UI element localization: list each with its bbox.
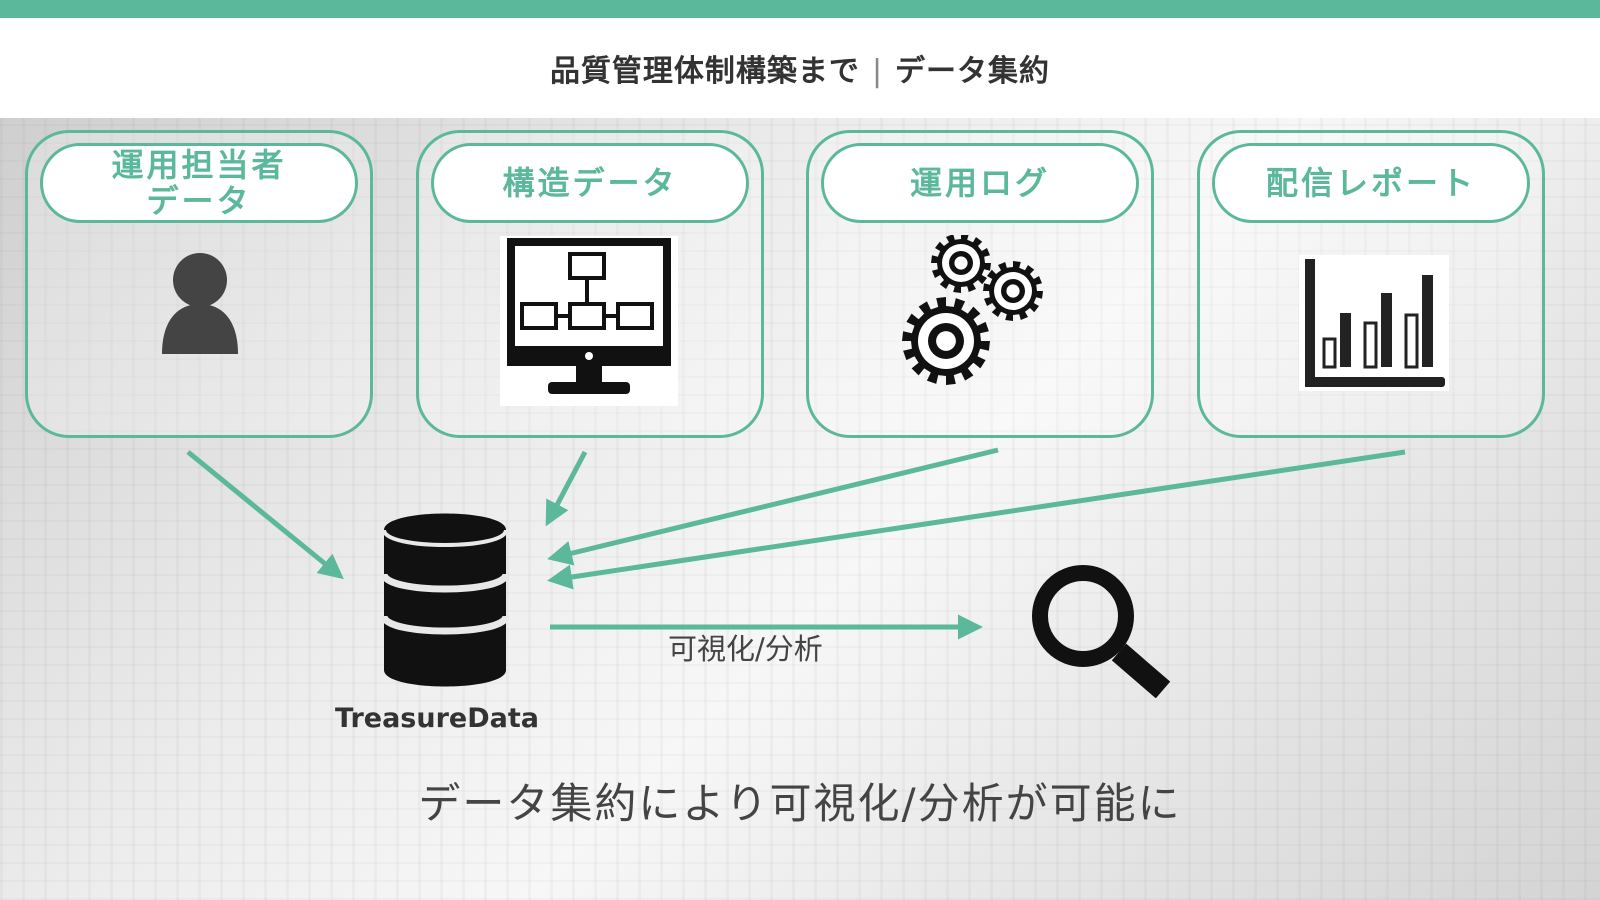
source-label-line1: 構造データ <box>502 164 678 202</box>
source-label-line2: データ <box>146 182 252 220</box>
slide-title: 品質管理体制構築まで | データ集約 <box>550 46 1050 90</box>
source-card-reports: 配信レポート <box>1197 130 1545 438</box>
arrow-structure-to-db <box>545 450 588 527</box>
source-label-pill: 配信レポート <box>1212 143 1530 223</box>
source-card-logs: 運用ログ <box>806 130 1154 438</box>
title-separator: | <box>871 54 884 89</box>
conclusion-text: データ集約により可視化/分析が可能に <box>418 779 1182 828</box>
building-background <box>0 118 1600 900</box>
person-icon <box>162 253 238 354</box>
database-icon <box>382 513 508 687</box>
source-card-structure: 構造データ <box>416 130 764 438</box>
source-label-line1: 運用ログ <box>909 164 1050 202</box>
source-label-pill: 運用担当者 データ <box>40 143 358 223</box>
gears-icon <box>902 235 1043 385</box>
arrow-reports-to-db <box>547 449 1406 590</box>
slide-title-right: データ集約 <box>895 54 1051 89</box>
magnifier-icon <box>1032 565 1171 698</box>
source-card-operators: 運用担当者 データ <box>25 130 373 438</box>
top-accent-bar <box>0 0 1600 18</box>
structure-monitor-icon <box>500 236 678 406</box>
arrow-logs-to-db <box>547 447 999 566</box>
slide-title-left: 品質管理体制構築まで <box>549 54 860 89</box>
bar-chart-icon <box>1299 255 1449 391</box>
source-label-pill: 運用ログ <box>821 143 1139 223</box>
source-label-line1: 運用担当者 <box>111 146 287 184</box>
arrow-operators-to-db <box>186 450 344 580</box>
flow-label: 可視化/分析 <box>668 632 823 666</box>
header: 品質管理体制構築まで | データ集約 <box>0 18 1600 118</box>
database-label: TreasureData <box>335 703 539 734</box>
source-label-line1: 配信レポート <box>1265 164 1476 202</box>
source-label-pill: 構造データ <box>431 143 749 223</box>
